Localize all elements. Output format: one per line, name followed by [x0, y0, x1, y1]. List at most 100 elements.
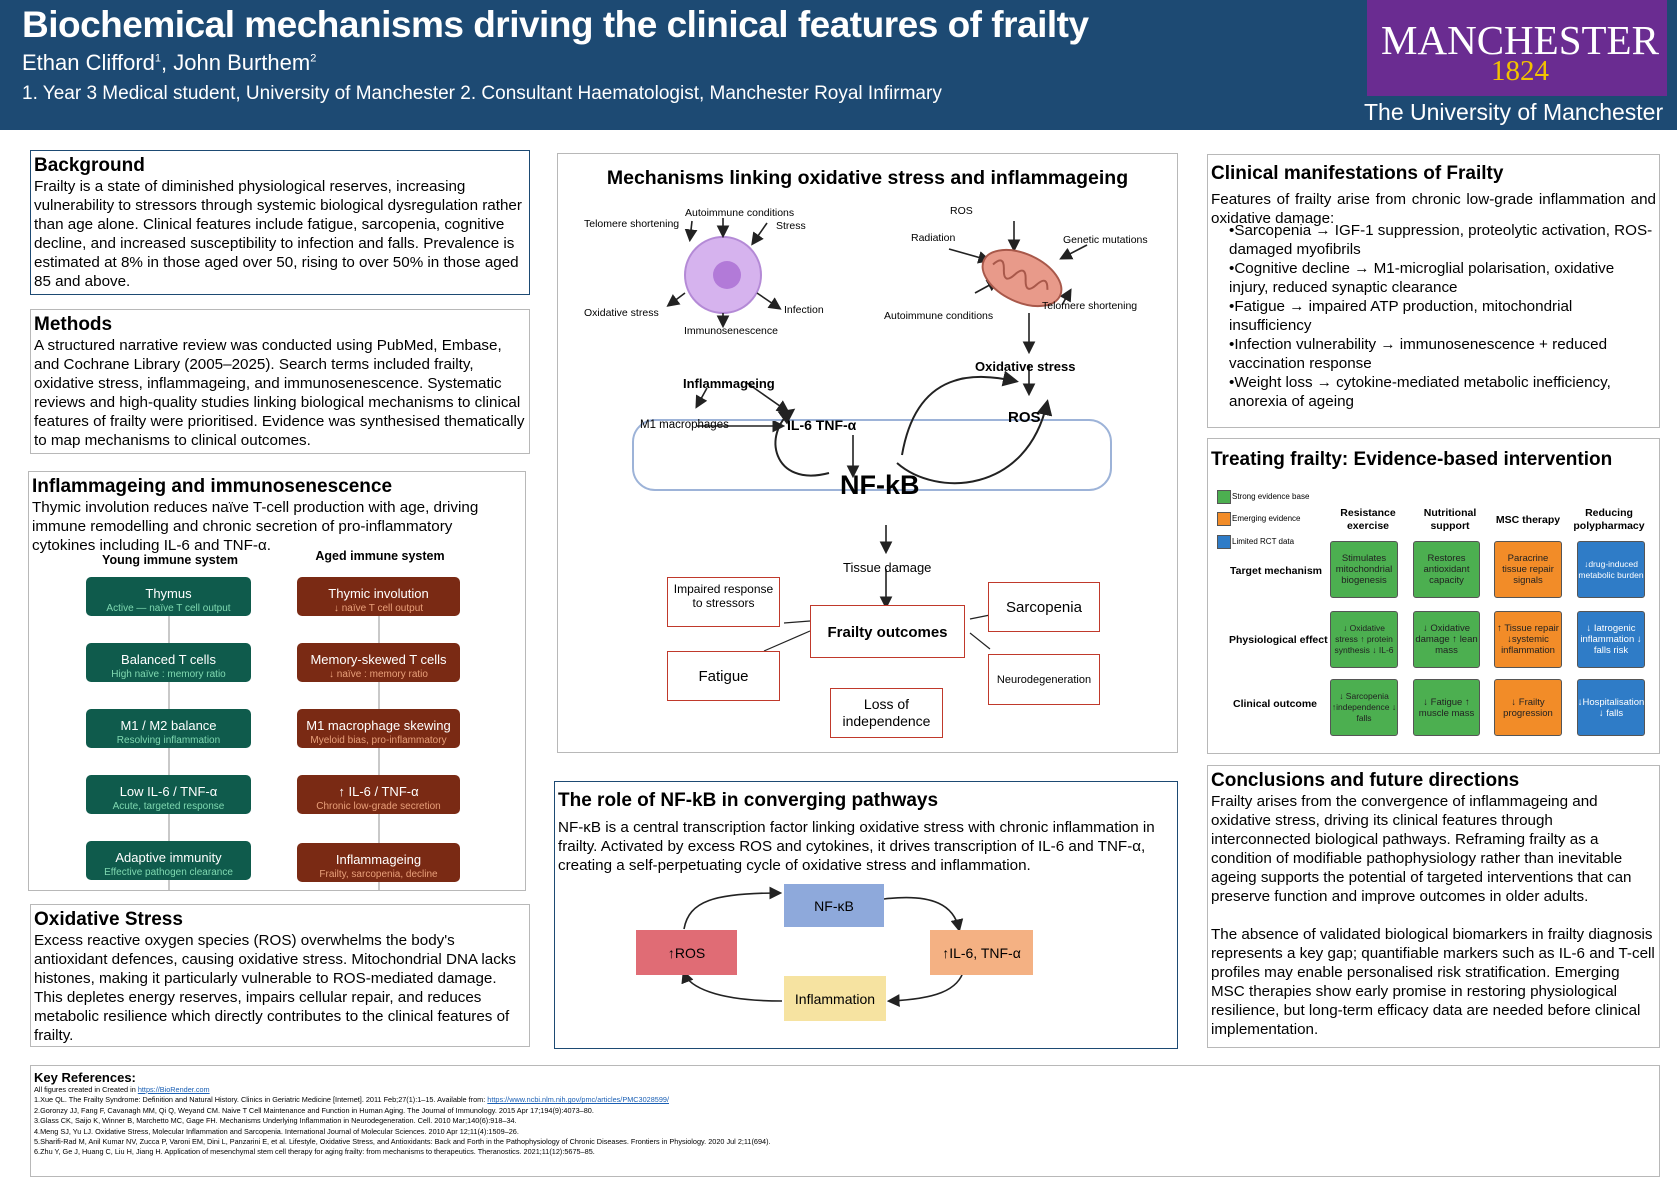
poster-title: Biochemical mechanisms driving the clini… — [22, 4, 1089, 45]
treat-cell: ↓ Oxidative damage ↑ lean mass — [1413, 611, 1480, 668]
legend-swatch — [1217, 535, 1231, 549]
biorender-link[interactable]: https://BioRender.com — [137, 1085, 210, 1094]
legend-swatch — [1217, 512, 1231, 526]
treat-col-header: Nutritional support — [1423, 507, 1477, 532]
fatigue-box: Fatigue — [667, 651, 780, 701]
loss-of-independence-box: Loss of independence — [830, 688, 943, 738]
background-title: Background — [34, 155, 145, 176]
clinical-item: •Infection vulnerability → immunosenesce… — [1229, 336, 1608, 372]
methods-panel: Methods A structured narrative review wa… — [30, 309, 530, 454]
young-immune-title: Young immune system — [102, 553, 238, 567]
treat-cell: ↓ Iatrogenic inflammation ↓ falls risk — [1577, 611, 1645, 668]
treat-row-header: Target mechanism — [1230, 565, 1323, 577]
label-immunosenescence: Immunosenescence — [684, 325, 778, 337]
references-panel: Key References: All figures created in C… — [30, 1065, 1660, 1177]
label-m1-macrophages: M1 macrophages — [640, 419, 729, 431]
methods-text: A structured narrative review was conduc… — [34, 337, 525, 449]
treat-cell: ↓Hospitalisation ↓ falls — [1577, 679, 1645, 736]
clinical-panel: Clinical manifestations of Frailty Featu… — [1207, 154, 1660, 428]
reference-item: 2.Goronzy JJ, Fang F, Cavanagh MM, Qi Q,… — [34, 1105, 594, 1115]
label-inflammageing: Inflammageing — [683, 376, 775, 391]
inflammation-node: Inflammation — [784, 976, 886, 1021]
treat-col-header: Reducing polypharmacy — [1573, 507, 1645, 532]
background-panel: Background Frailty is a state of diminis… — [30, 150, 530, 295]
aged-box-1: Thymic involution↓ naïve T cell output — [297, 577, 460, 616]
reference-item: 6.Zhu Y, Ge J, Huang C, Liu H, Jiang H. … — [34, 1147, 595, 1157]
treat-cell: Stimulates mitochondrial biogenesis — [1330, 541, 1398, 598]
logo-year: 1824 — [1491, 55, 1549, 87]
clinical-item: •Fatigue → impaired ATP production, mito… — [1229, 298, 1573, 334]
label-radiation: Radiation — [911, 232, 956, 244]
nfkb-node: NF-κB — [784, 884, 884, 927]
label-stress: Stress — [776, 220, 806, 232]
aged-box-2: Memory-skewed T cells↓ naïve : memory ra… — [297, 643, 460, 682]
label-mito-telomere: Telomere shortening — [1042, 300, 1138, 312]
mechanisms-title: Mechanisms linking oxidative stress and … — [606, 167, 1129, 189]
clinical-title: Clinical manifestations of Frailty — [1211, 163, 1504, 184]
reference-created: All figures created in Created in https:… — [34, 1085, 210, 1094]
references-title: Key References: — [34, 1070, 136, 1085]
impaired-response-box: Impaired response to stressors — [667, 577, 780, 627]
legend-swatch — [1217, 490, 1231, 504]
treat-cell: ↓ Oxidative stress ↑ protein synthesis ↓… — [1330, 611, 1398, 668]
label-autoimmune-conditions: Autoimmune conditions — [685, 207, 795, 219]
methods-title: Methods — [34, 314, 113, 335]
treat-cell: ↓drug-induced metabolic burden — [1577, 541, 1645, 598]
poster-authors: Ethan Clifford1, John Burthem2 — [22, 50, 317, 75]
nfkb-container — [632, 419, 1112, 491]
reference-link[interactable]: https://www.ncbi.nlm.nih.gov/pmc/article… — [487, 1095, 669, 1105]
aged-immune-title: Aged immune system — [315, 549, 445, 563]
clinical-item: •Cognitive decline → M1-microglial polar… — [1229, 260, 1615, 296]
clinical-item: •Weight loss → cytokine-mediated metabol… — [1229, 374, 1611, 410]
reference-item: 4.Meng SJ, Yu LJ. Oxidative Stress, Mole… — [34, 1126, 519, 1136]
oxidative-text: Excess reactive oxygen species (ROS) ove… — [34, 932, 517, 1044]
mechanisms-diagram — [632, 218, 1112, 652]
clinical-list: •Sarcopenia → IGF-1 suppression, proteol… — [1211, 221, 1656, 411]
reference-item: 1.Xue QL. The Frailty Syndrome: Definiti… — [34, 1095, 669, 1105]
oxidative-panel: Oxidative Stress Excess reactive oxygen … — [30, 904, 530, 1047]
inflammageing-title: Inflammageing and immunosenescence — [32, 476, 393, 497]
conclusions-p2: The absence of validated biological biom… — [1211, 926, 1655, 1038]
inflammageing-text: Thymic involution reduces naïve T-cell p… — [32, 499, 479, 554]
poster-affiliations: 1. Year 3 Medical student, University of… — [22, 83, 942, 104]
treat-row-header: Physiological effect — [1229, 634, 1328, 646]
frailty-outcomes-box: Frailty outcomes — [810, 605, 965, 658]
mitochondrion-icon — [981, 248, 1063, 308]
legend-label: Emerging evidence — [1232, 514, 1301, 523]
label-tissue-damage: Tissue damage — [843, 560, 932, 575]
logo-university-name: The University of Manchester — [1364, 99, 1664, 125]
treat-cell: ↓ Fatigue ↑ muscle mass — [1413, 679, 1480, 736]
treat-col-header: Resistance exercise — [1340, 507, 1396, 532]
label-genetic-mutations: Genetic mutations — [1063, 234, 1148, 246]
label-il6-tnf: IL-6 TNF-α — [787, 417, 857, 433]
label-oxidative-stress-cell: Oxidative stress — [584, 307, 659, 319]
neurodegeneration-box: Neurodegeneration — [988, 654, 1100, 705]
label-infection: Infection — [784, 304, 824, 316]
sarcopenia-box: Sarcopenia — [988, 582, 1100, 632]
label-oxidative-stress: Oxidative stress — [975, 359, 1076, 374]
label-nfkb: NF-kB — [840, 470, 920, 500]
clinical-intro: Features of frailty arise from chronic l… — [1211, 191, 1656, 227]
il6-node: ↑IL-6, TNF-α — [930, 930, 1033, 975]
background-text: Frailty is a state of diminished physiol… — [34, 178, 522, 290]
label-mito-autoimmune: Autoimmune conditions — [884, 310, 994, 322]
reference-item: 5.Sharifi-Rad M, Anil Kumar NV, Zucca P,… — [34, 1137, 771, 1147]
label-ros: ROS — [1008, 409, 1041, 426]
label-mito-ros: ROS — [950, 205, 973, 217]
ros-node: ↑ROS — [636, 930, 737, 975]
university-logo — [1367, 0, 1667, 96]
reference-item: 3.Glass CK, Saijo K, Winner B, Marchetto… — [34, 1116, 517, 1126]
nfkb-role-title: The role of NF-kB in converging pathways — [558, 790, 939, 811]
conclusions-panel: Conclusions and future directions Frailt… — [1207, 765, 1660, 1048]
conclusions-p1: Frailty arises from the convergence of i… — [1211, 793, 1632, 905]
clinical-item: •Sarcopenia → IGF-1 suppression, proteol… — [1229, 222, 1653, 258]
treat-col-header: MSC therapy — [1495, 514, 1561, 526]
treating-title: Treating frailty: Evidence-based interve… — [1211, 449, 1613, 470]
legend-label: Limited RCT data — [1232, 537, 1295, 546]
